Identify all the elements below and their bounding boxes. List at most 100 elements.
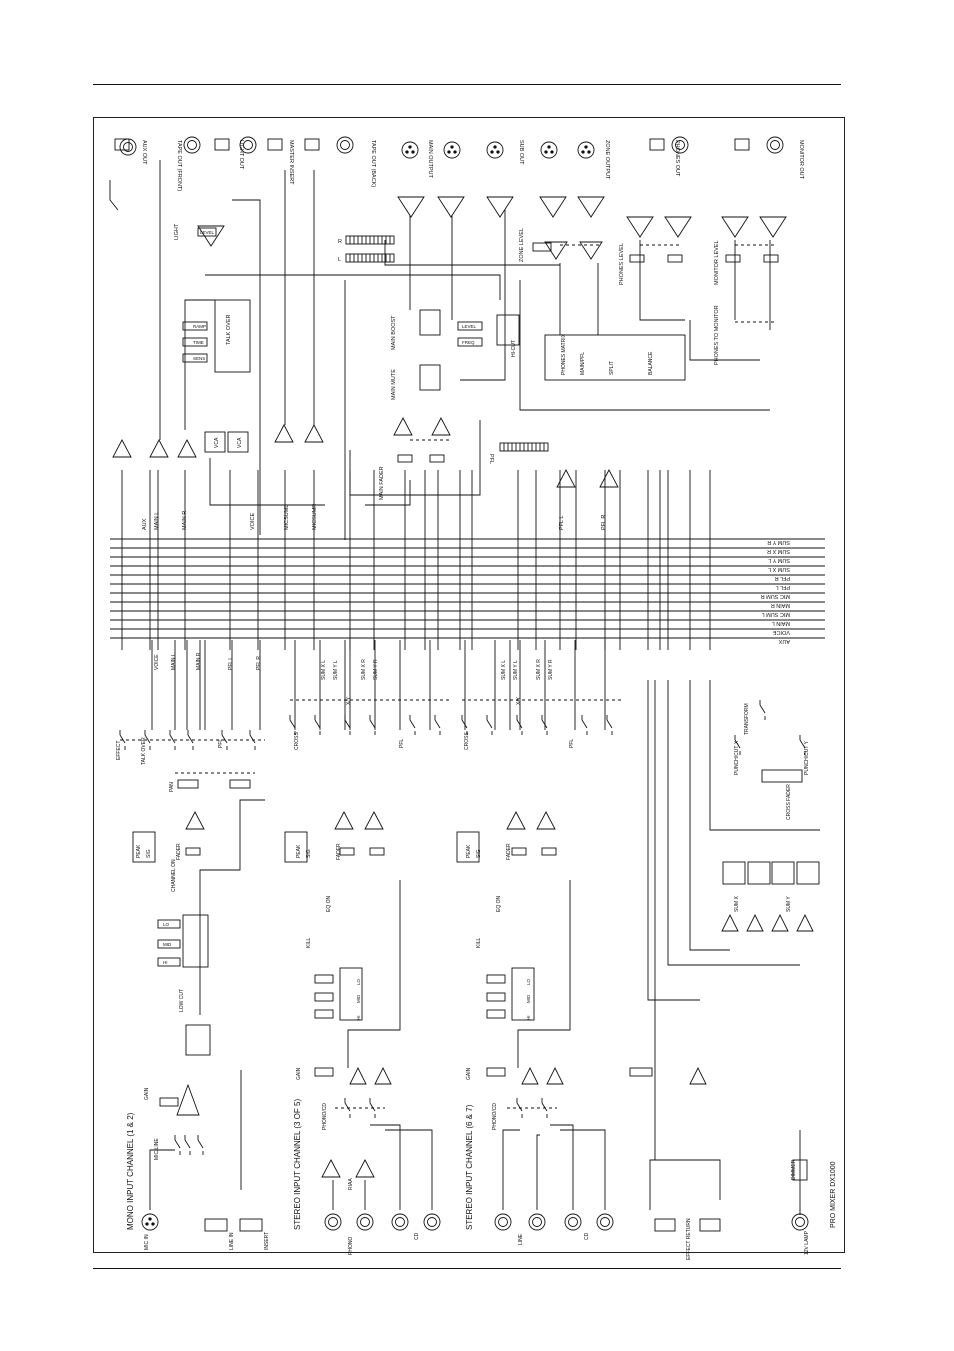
- vca-box: [204, 431, 226, 453]
- lamp-jack-inner: [795, 1217, 805, 1227]
- wire: [647, 680, 700, 1001]
- stereo-b-mid-label: MID: [526, 994, 531, 1003]
- insert-box: [239, 1218, 263, 1232]
- main-out-l-jack-pin: [408, 145, 412, 149]
- sum-amp: [721, 913, 739, 932]
- phones-level-label: PHONES LEVEL: [619, 243, 625, 285]
- hicut-level-label: LEVEL: [462, 324, 477, 329]
- main-fader-knob: [397, 454, 413, 463]
- wire: [365, 480, 411, 506]
- line-in-box: [204, 1218, 228, 1232]
- output-box: [649, 138, 665, 151]
- stereo-a-phono-cd-switch: [344, 1102, 351, 1112]
- product-title: PRO MIXER DX1000: [830, 1161, 837, 1228]
- output-amp: [397, 196, 425, 218]
- stereo-b-eq-block: [511, 967, 535, 1021]
- wire: [384, 240, 560, 266]
- bus-label: SUM X R: [767, 548, 790, 554]
- sum-amp: [771, 913, 789, 932]
- effect-label: EFFECT: [116, 741, 122, 760]
- stereo-b-title: STEREO INPUT CHANNEL (6 & 7): [465, 1104, 474, 1230]
- stereo-b-switch: [486, 719, 493, 729]
- main-output-label: MAIN OUTPUT: [427, 140, 433, 179]
- main-mute-label: MAIN MUTE: [391, 369, 397, 400]
- insert-box: [304, 138, 320, 151]
- lamp-label: 12V LAMP: [804, 1230, 810, 1255]
- main-out-l-jack-pin: [411, 150, 415, 154]
- zone-knob: [532, 242, 552, 252]
- zone-out-l-jack: [540, 141, 558, 159]
- level-label: LEVEL: [200, 230, 215, 235]
- stereo-b-input-jack-inner: [498, 1217, 508, 1227]
- tape-out-back-jack: [336, 136, 354, 154]
- stereo-b-switch: [461, 719, 468, 729]
- bus-label: SUM Y L: [768, 557, 790, 563]
- ramp-knob: [182, 321, 208, 331]
- sense-amp: [149, 439, 169, 458]
- mono-bus-switch: [169, 734, 176, 744]
- pan-label: PAN: [169, 782, 175, 792]
- light-out-jack-inner: [243, 140, 253, 150]
- stereo-a-pfl-label: PFL: [399, 739, 405, 748]
- stereo-a-kill-label: KILL: [306, 937, 312, 948]
- stereo-a-cross-label: CROSS: [294, 732, 300, 750]
- sum-amp: [746, 913, 764, 932]
- stereo-b-switch: [541, 719, 548, 729]
- stereo-a-fader-knob: [369, 847, 385, 856]
- stereo-b-eq-on-label: EQ ON: [496, 895, 502, 912]
- freq-label: FREQ: [462, 340, 475, 345]
- vca-box: [722, 861, 746, 885]
- stereo-b-input-jack-inner: [600, 1217, 610, 1227]
- bus-label: MAIN R: [771, 602, 790, 608]
- insert-label: INSERT: [264, 1232, 270, 1250]
- stereo-b-peak-label: PEAK: [466, 844, 472, 858]
- stereo-a-gain-amp: [374, 1066, 392, 1085]
- stereo-b-gain-knob: [486, 1067, 506, 1077]
- stereo-a-input-jack: [391, 1213, 409, 1231]
- effect-return-knob: [629, 1067, 653, 1077]
- phones-matrix-label: PHONES MATRIX: [561, 333, 567, 375]
- stereo-a-fader-amp: [334, 811, 354, 830]
- top-rule: [93, 84, 841, 85]
- stereo-b-eq-knob: [486, 1009, 506, 1019]
- phones-matrix-block: [544, 334, 686, 381]
- main-out-l-jack-pin: [405, 150, 409, 154]
- riaa-amp: [355, 1159, 375, 1178]
- stereo-a-input-jack: [423, 1213, 441, 1231]
- low-cut-label: LOW CUT: [179, 989, 185, 1012]
- stereo-b-kill-label: KILL: [476, 937, 482, 948]
- stereo-a-switch: [409, 719, 416, 729]
- level-knob: [457, 321, 483, 331]
- stereo-b-cross-label: CROSS: [464, 732, 470, 750]
- zone-amp: [544, 241, 568, 260]
- stereo-b-phono-cd-switch: [516, 1102, 523, 1112]
- stereo-b-fader-label: FADER: [506, 843, 512, 860]
- stereo-b-phono-cd-switch: [541, 1102, 548, 1112]
- effect-return-label: EFFECT RETURN: [686, 1218, 692, 1260]
- bus-label: PFL L: [776, 584, 790, 590]
- output-amp: [437, 196, 465, 218]
- light-out-label: LIGHT OUT: [238, 140, 244, 170]
- monitor-knob-knob: [725, 254, 741, 263]
- mono-gain-amp: [176, 1083, 200, 1116]
- bus-label: AUX: [778, 638, 790, 644]
- aux-out-jack: [119, 138, 137, 156]
- hi-cut-label: HI-CUT: [511, 340, 517, 357]
- stereo-a-switch: [314, 719, 321, 729]
- punch-x-label: PUNCH/CUT X: [734, 740, 740, 775]
- wire: [639, 240, 685, 321]
- ramp-label: RAMP: [193, 324, 206, 329]
- mono-eq-knob: [157, 939, 181, 949]
- mic-line-label: MIC/LINE: [154, 1138, 160, 1160]
- pfl-amp: [556, 469, 576, 488]
- stereo-b-switch: [516, 719, 523, 729]
- stereo-a-lo-label: LO: [356, 978, 361, 985]
- mono-bus-switch: [249, 734, 256, 744]
- crossfader-block: [761, 769, 803, 783]
- main-out-r-jack-pin: [450, 145, 454, 149]
- wire: [689, 320, 760, 361]
- riser-label: SUM X R: [361, 659, 367, 680]
- sens-label: SENS: [193, 356, 205, 361]
- stereo-b-phono-cd-label: PHONO/CD: [492, 1103, 498, 1130]
